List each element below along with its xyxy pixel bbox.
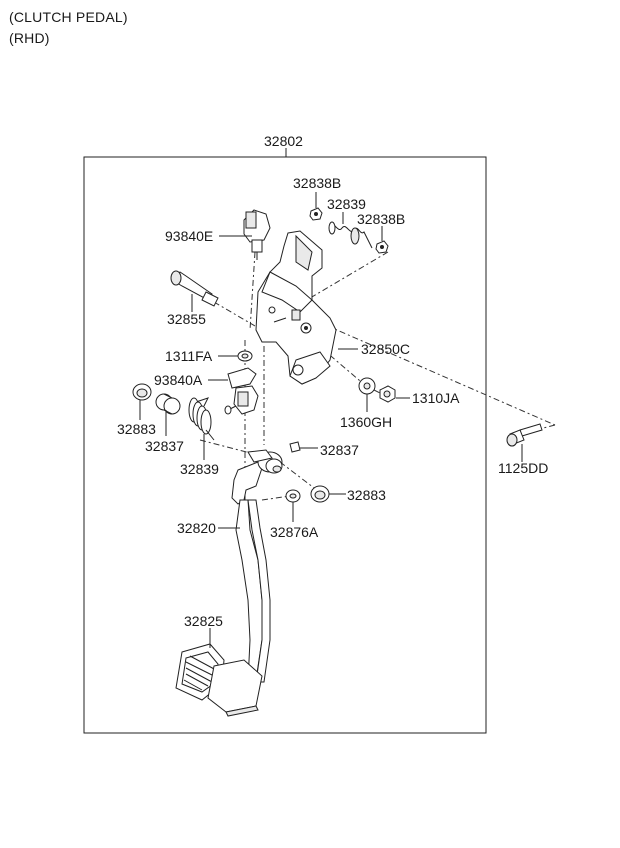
label-32837-left: 32837: [145, 438, 184, 454]
bushing-32883-right: [310, 485, 330, 503]
nut-32838b-top: [309, 207, 323, 221]
label-1310ja: 1310JA: [412, 390, 460, 406]
label-32883-left: 32883: [117, 421, 156, 437]
washer-1360gh: [358, 377, 376, 395]
clip-1311fa: [237, 350, 253, 362]
label-32838b-right: 32838B: [357, 211, 405, 227]
assembly-frame: [83, 156, 487, 734]
label-32855: 32855: [167, 311, 206, 327]
leader-lines: [139, 192, 523, 648]
pin-32855: [170, 270, 219, 307]
label-32850c: 32850C: [361, 341, 410, 357]
label-93840e: 93840E: [165, 228, 213, 244]
label-93840a: 93840A: [154, 372, 203, 388]
label-32876a: 32876A: [270, 524, 319, 540]
pedal-arm-32820: [231, 449, 283, 683]
collar-32837-right: [289, 441, 301, 453]
bolt-1125dd: [506, 423, 543, 447]
label-1360gh: 1360GH: [340, 414, 392, 430]
pedal-pad-32825: [175, 643, 263, 717]
collar-32837-left: [155, 393, 181, 415]
spring-32839-lower: [188, 397, 215, 441]
label-32838b-top: 32838B: [293, 175, 341, 191]
spring-32839-top: [328, 221, 373, 249]
label-32802: 32802: [264, 133, 303, 149]
label-32883-right: 32883: [347, 487, 386, 503]
label-1311fa: 1311FA: [165, 348, 213, 364]
label-1125dd: 1125DD: [498, 460, 548, 476]
label-32839-top: 32839: [327, 196, 366, 212]
header-clutch-pedal: (CLUTCH PEDAL): [9, 9, 128, 25]
stopper-32876a: [285, 489, 301, 503]
label-32820: 32820: [177, 520, 216, 536]
nut-32838b-right: [375, 240, 389, 254]
label-32837-right: 32837: [320, 442, 359, 458]
switch-93840a: [224, 367, 259, 415]
switch-93840e: [243, 209, 271, 260]
header-rhd: (RHD): [9, 30, 50, 46]
label-32839-lower: 32839: [180, 461, 219, 477]
bracket-32850c: [255, 230, 337, 385]
nut-1310ja: [379, 385, 396, 403]
bushing-32883-left: [132, 383, 152, 401]
label-32825: 32825: [184, 613, 223, 629]
